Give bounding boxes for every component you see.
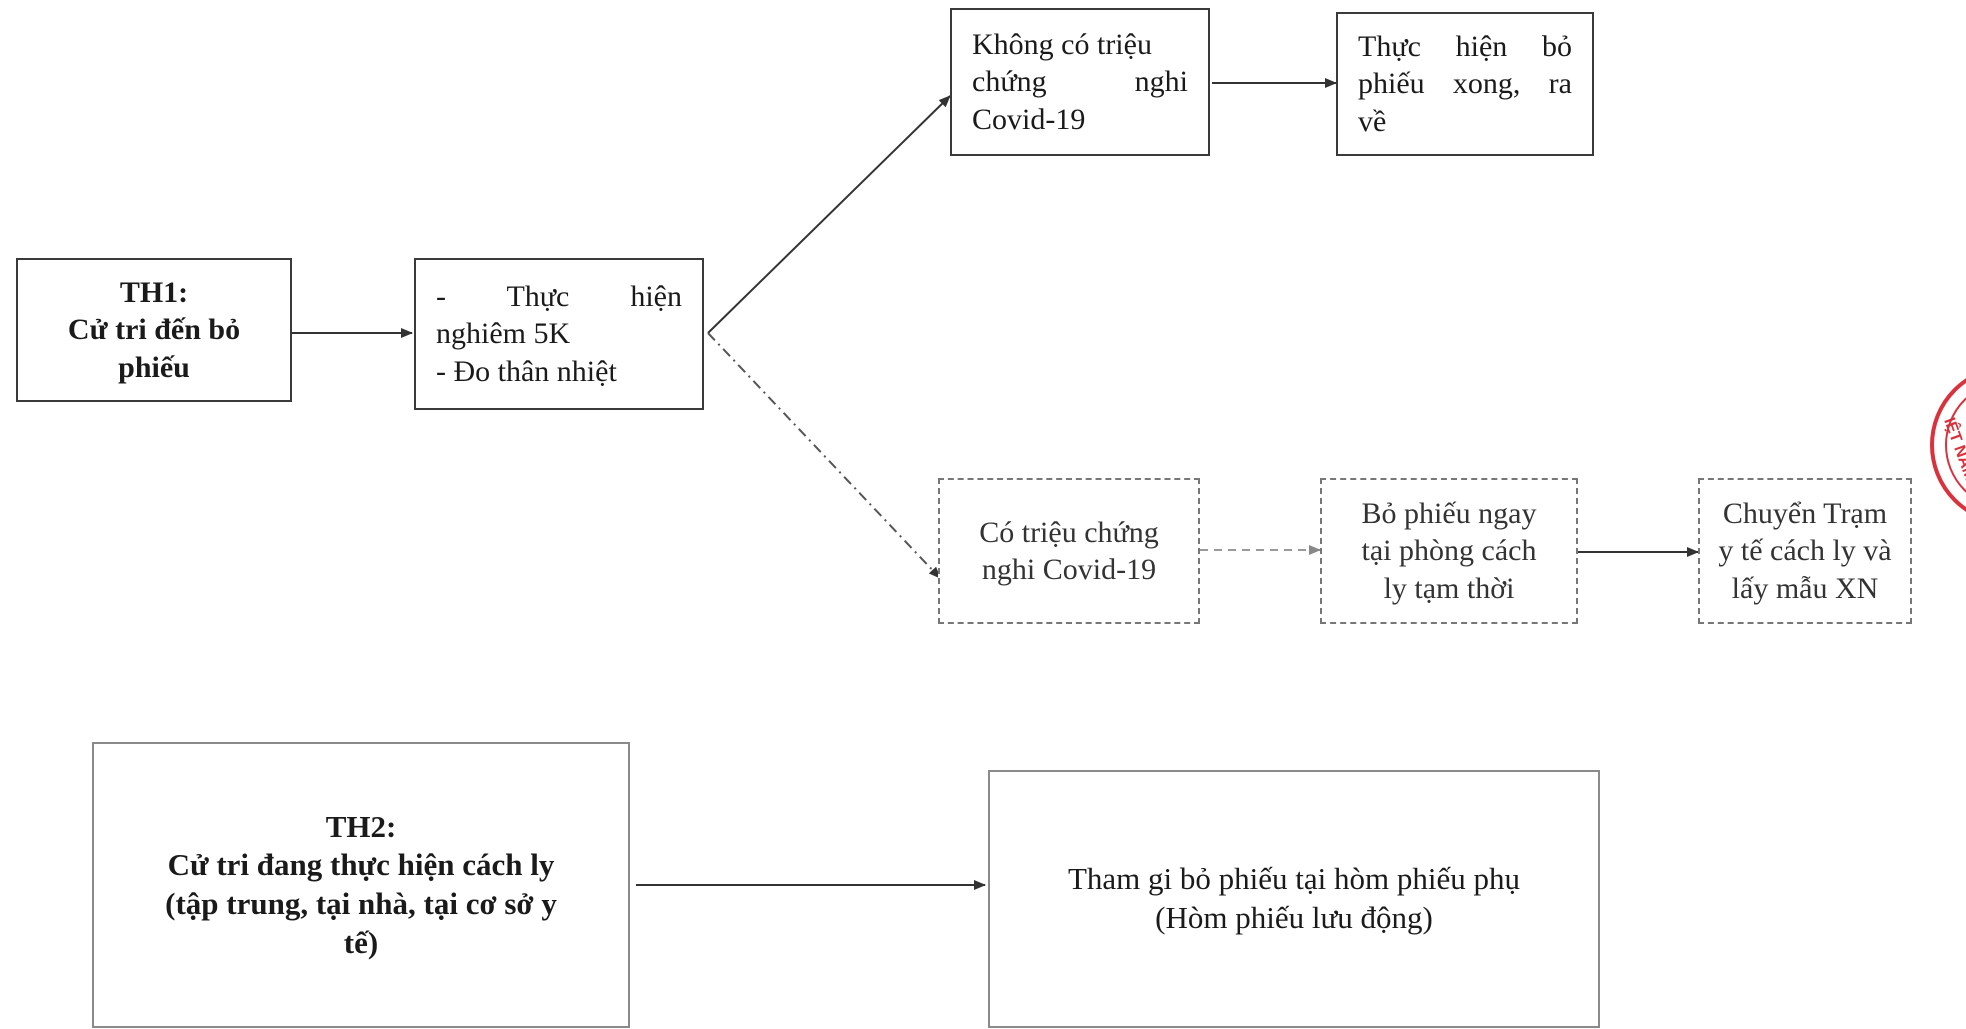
vote-done-line-1: Thực hiện bỏ — [1358, 29, 1572, 63]
arrow-check-to-symptom — [707, 332, 941, 579]
symptom-line-1: Có triệu chứng — [979, 515, 1159, 549]
vote-done-box: Thực hiện bỏ phiếu xong, ra về — [1336, 12, 1594, 156]
vote-isolation-line-1: Bỏ phiếu ngay — [1361, 496, 1537, 530]
symptom-line-2: nghi Covid-19 — [981, 553, 1157, 586]
vote-isolation-box: Bỏ phiếu ngay tại phòng cách ly tạm thời — [1320, 478, 1578, 624]
precaution-line-1: - Thực hiện — [436, 279, 682, 313]
no-symptom-line-3: Covid-19 — [972, 102, 1086, 136]
transfer-line-2: y tế cách ly và — [1718, 534, 1892, 568]
no-symptom-line-1: Không có triệu — [972, 27, 1152, 61]
transfer-line-1: Chuyển Trạm — [1722, 496, 1888, 530]
arrow-check-to-no-symptom — [707, 95, 951, 334]
th2-line-1: Cử tri đang thực hiện cách ly — [167, 847, 555, 883]
official-stamp: IỆT NAM — [1930, 378, 1966, 512]
th1-subtitle-line-2: phiếu — [118, 350, 190, 384]
mobile-ballot-line-2: (Hòm phiếu lưu động) — [1155, 900, 1433, 935]
th1-subtitle-line-1: Cử tri đến bỏ — [67, 313, 241, 347]
vote-done-line-2: phiếu xong, ra — [1358, 67, 1572, 101]
no-symptom-box: Không có triệu chứng nghi Covid-19 — [950, 8, 1210, 156]
th2-line-3: tế) — [343, 924, 379, 960]
transfer-line-3: lấy mẫu XN — [1731, 571, 1879, 605]
th2-title: TH2: — [325, 808, 397, 844]
vote-isolation-line-3: ly tạm thời — [1383, 571, 1515, 605]
symptom-box: Có triệu chứng nghi Covid-19 — [938, 478, 1200, 624]
th1-box: TH1: Cử tri đến bỏ phiếu — [16, 258, 292, 402]
vote-isolation-line-2: tại phòng cách — [1361, 534, 1537, 568]
precaution-line-3: - Đo thân nhiệt — [436, 354, 617, 388]
th1-title: TH1: — [119, 275, 189, 309]
precaution-box: - Thực hiện nghiêm 5K - Đo thân nhiệt — [414, 258, 704, 410]
mobile-ballot-line-1: Tham gi bỏ phiếu tại hòm phiếu phụ — [1067, 861, 1520, 897]
vote-done-line-3: về — [1358, 104, 1387, 138]
th2-box: TH2: Cử tri đang thực hiện cách ly (tập … — [92, 742, 630, 1028]
transfer-box: Chuyển Trạm y tế cách ly và lấy mẫu XN — [1698, 478, 1912, 624]
no-symptom-line-2: chứng nghi — [972, 65, 1188, 99]
mobile-ballot-box: Tham gi bỏ phiếu tại hòm phiếu phụ (Hòm … — [988, 770, 1600, 1028]
th2-line-2: (tập trung, tại nhà, tại cơ sở y — [165, 886, 557, 921]
precaution-line-2: nghiêm 5K — [436, 317, 571, 351]
